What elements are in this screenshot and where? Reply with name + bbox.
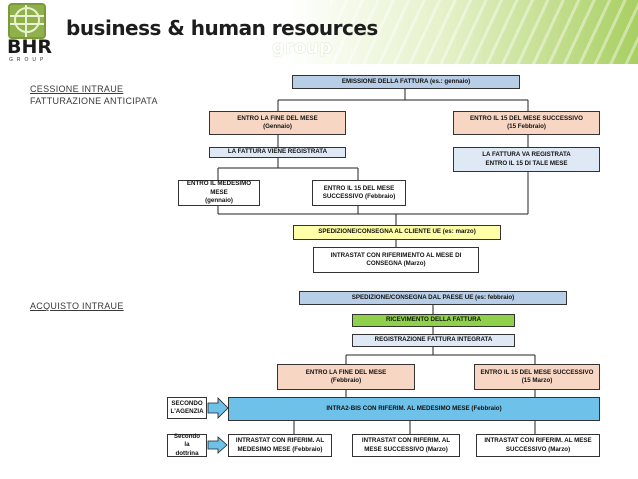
emissione-fattura-box: EMISSIONE DELLA FATTURA (es.: gennaio): [292, 75, 520, 89]
header-stripes: [330, 0, 638, 64]
section-cessione-line1: CESSIONE INTRAUE: [30, 84, 124, 94]
header-banner: BHR GROUP business & human resources gro…: [0, 0, 638, 64]
logo-tagline: GROUP: [9, 57, 48, 63]
globe-icon: [8, 3, 46, 39]
fattura-registrata-box: LA FATTURA VIENE REGISTRATA: [209, 147, 346, 158]
header-subtitle: group: [272, 37, 332, 58]
entro-15-mese-box: ENTRO IL 15 DEL MESE SUCCESSIVO(15 Febbr…: [453, 111, 600, 135]
ricevimento-fattura-box: RICEVIMENTO DELLA FATTURA: [352, 314, 515, 327]
logo-text: BHR: [7, 36, 53, 58]
registrazione-fattura-box: REGISTRAZIONE FATTURA INTEGRATA: [352, 334, 515, 347]
acquisto-15-mese-box: ENTRO IL 15 DEL MESE SUCCESSIVO(15 Marzo…: [474, 364, 600, 390]
entro-medesimo-mese-box: ENTRO IL MEDESIMO MESE(gennaio): [178, 180, 260, 206]
acquisto-fine-mese-box: ENTRO LA FINE DEL MESE(Febbraio): [277, 364, 415, 390]
header-title: business & human resources: [66, 16, 378, 40]
spedizione-cliente-box: SPEDIZIONE/CONSEGNA AL CLIENTE UE (es: m…: [293, 225, 501, 240]
entro-fine-mese-box: ENTRO LA FINE DEL MESE(Gennaio): [209, 111, 346, 135]
section-acquisto: ACQUISTO INTRAUE: [30, 301, 124, 311]
spedizione-paese-box: SPEDIZIONE/CONSEGNA DAL PAESE UE (es: fe…: [299, 291, 567, 305]
section-cessione-line2: FATTURAZIONE ANTICIPATA: [30, 96, 158, 106]
intra2-bis-box: INTRA2-BIS CON RIFERIM. AL MEDESIMO MESE…: [228, 397, 600, 421]
